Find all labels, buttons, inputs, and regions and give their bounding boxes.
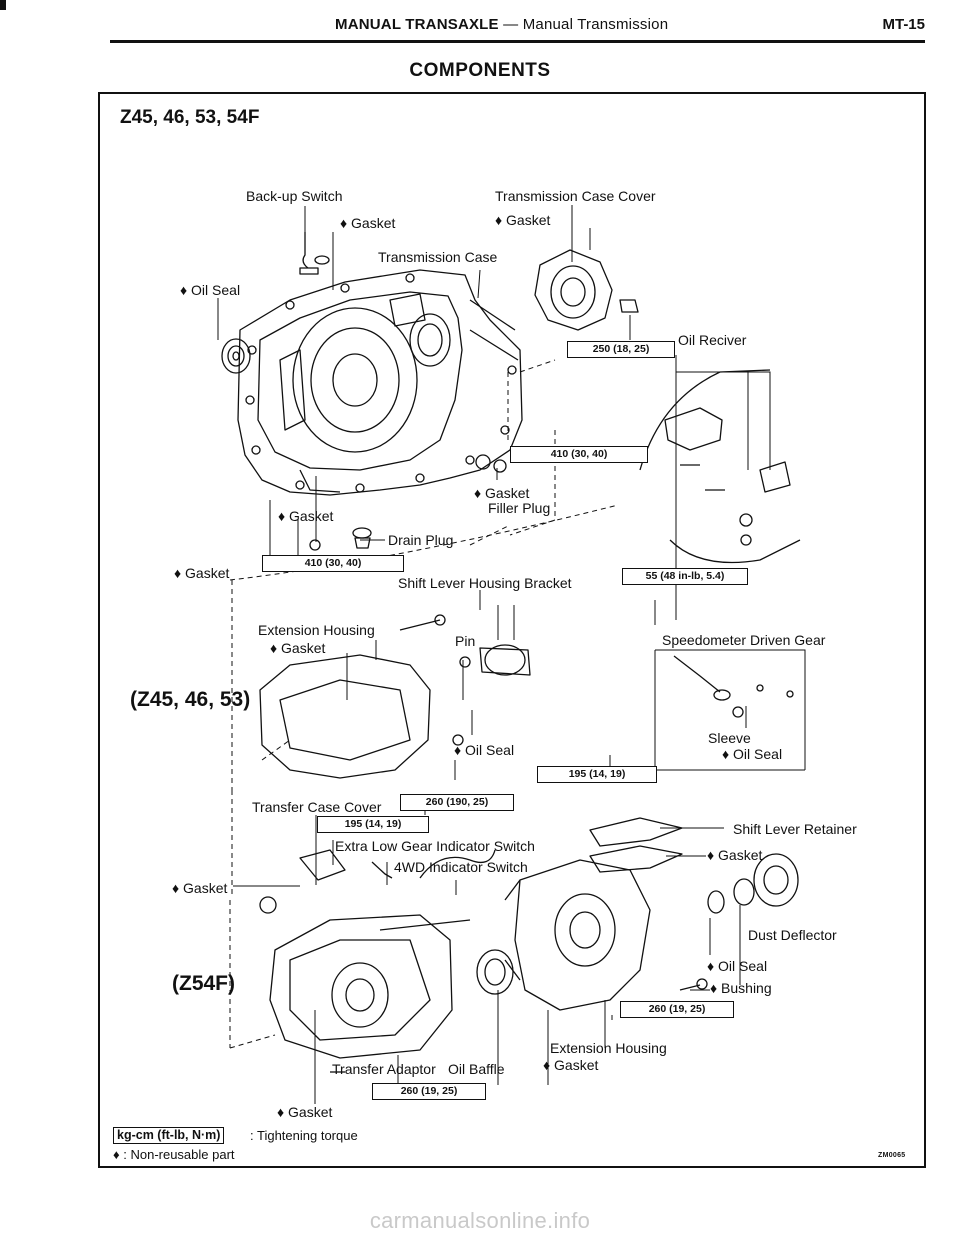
transmission-case-drawing	[237, 269, 523, 496]
transfer-case-cover-label: Transfer Case Cover	[252, 799, 382, 815]
oil-seal-left-label: ♦ Oil Seal	[180, 282, 241, 298]
transmission-case-cover-label: Transmission Case Cover	[495, 188, 656, 204]
transmission-case-label: Transmission Case	[378, 249, 498, 265]
transfer-adaptor-label: Transfer Adaptor	[332, 1061, 436, 1077]
torque-bracket: 55 (48 in-lb, 5.4)	[622, 568, 748, 585]
gasket-bottom-left-label: ♦ Gasket	[174, 565, 230, 581]
oil-seal-right-label: ♦ Oil Seal	[707, 958, 768, 974]
dust-deflector-drawing	[679, 853, 799, 991]
extension-housing-upper-label: Extension Housing	[258, 622, 375, 638]
oil-seal-speedo-label: ♦ Oil Seal	[722, 746, 783, 762]
oil-seal-left-drawing	[221, 338, 251, 374]
oil-seal-center-label: ♦ Oil Seal	[454, 742, 515, 758]
filler-plug-label: Filler Plug	[488, 500, 551, 516]
gasket-transfer-left-label: ♦ Gasket	[172, 880, 228, 896]
page-number: MT-15	[882, 16, 925, 33]
gasket-drain-label: ♦ Gasket	[278, 508, 334, 524]
header-title: MANUAL TRANSAXLE — Manual Transmission	[335, 16, 668, 33]
gasket-backup-label: ♦ Gasket	[340, 215, 396, 231]
gasket-extension-upper-label: ♦ Gasket	[270, 640, 326, 656]
bushing-label: ♦ Bushing	[710, 980, 772, 996]
gasket-extension-lower-label: ♦ Gasket	[543, 1057, 599, 1073]
gasket-bottom-label: ♦ Gasket	[277, 1104, 333, 1120]
torque-speedo: 195 (14, 19)	[537, 766, 657, 783]
torque-extra-low-switch: 195 (14, 19)	[317, 816, 429, 833]
gasket-filler-label: ♦ Gasket	[474, 485, 530, 501]
gasket-retainer-label: ♦ Gasket	[707, 847, 763, 863]
model-label: Z45, 46, 53, 54F	[120, 107, 260, 128]
legend-torque-text: : Tightening torque	[250, 1128, 358, 1143]
variant-upper-label: (Z45, 46, 53)	[130, 688, 251, 711]
figure-id: ZM0065	[878, 1152, 906, 1159]
shift-lever-housing-bracket-label: Shift Lever Housing Bracket	[398, 575, 572, 591]
header-title-main: MANUAL TRANSAXLE	[335, 16, 499, 33]
torque-drain: 410 (30, 40)	[262, 555, 404, 572]
speedometer-driven-gear-label: Speedometer Driven Gear	[662, 632, 826, 648]
fwd-indicator-switch-label: 4WD Indicator Switch	[394, 859, 528, 875]
torque-adaptor: 260 (19, 25)	[372, 1083, 486, 1100]
speedometer-driven-gear-drawing	[673, 655, 794, 718]
torque-case-cover: 250 (18, 25)	[567, 341, 675, 358]
plugs-drawing	[309, 454, 507, 551]
extension-housing-lower-drawing	[504, 859, 651, 1011]
transfer-case-cover-drawing	[299, 849, 496, 881]
diagram-frame	[98, 92, 926, 1168]
variant-lower-label: (Z54F)	[172, 972, 235, 995]
legend-non-reusable: ♦ : Non-reusable part	[113, 1147, 235, 1162]
shift-lever-retainer-label: Shift Lever Retainer	[733, 821, 857, 837]
torque-case-bolt: 410 (30, 40)	[510, 446, 648, 463]
oil-reciver-label: Oil Reciver	[678, 332, 747, 348]
gasket-case-cover-label: ♦ Gasket	[495, 212, 551, 228]
header-rule	[110, 40, 925, 43]
extension-housing-lower-label: Extension Housing	[550, 1040, 667, 1056]
extension-housing-upper-drawing	[259, 614, 531, 779]
shift-lever-retainer-drawing	[589, 817, 683, 873]
extra-low-gear-indicator-switch-label: Extra Low Gear Indicator Switch	[335, 838, 535, 854]
section-title: COMPONENTS	[409, 60, 551, 81]
oil-baffle-drawing	[476, 949, 514, 995]
back-up-switch-drawing	[299, 232, 330, 275]
oil-reciver-drawing	[639, 369, 801, 564]
drain-plug-label: Drain Plug	[388, 532, 454, 548]
transfer-adaptor-drawing	[259, 896, 471, 1073]
page-header: MANUAL TRANSAXLE — Manual Transmission M…	[110, 16, 925, 38]
pin-label: Pin	[455, 633, 476, 649]
header-title-sub: — Manual Transmission	[503, 16, 669, 33]
oil-baffle-label: Oil Baffle	[448, 1061, 505, 1077]
corner-mark	[0, 0, 6, 10]
watermark: carmanualsonline.info	[369, 1208, 591, 1233]
torque-extension: 260 (19, 25)	[620, 1001, 734, 1018]
transmission-case-cover-drawing	[534, 249, 639, 331]
sleeve-label: Sleeve	[708, 730, 751, 746]
dust-deflector-label: Dust Deflector	[748, 927, 837, 943]
legend-torque-unit: kg-cm (ft-lb, N·m)	[113, 1127, 225, 1144]
back-up-switch-label: Back-up Switch	[246, 188, 343, 204]
torque-transfer-cover: 260 (190, 25)	[400, 794, 514, 811]
